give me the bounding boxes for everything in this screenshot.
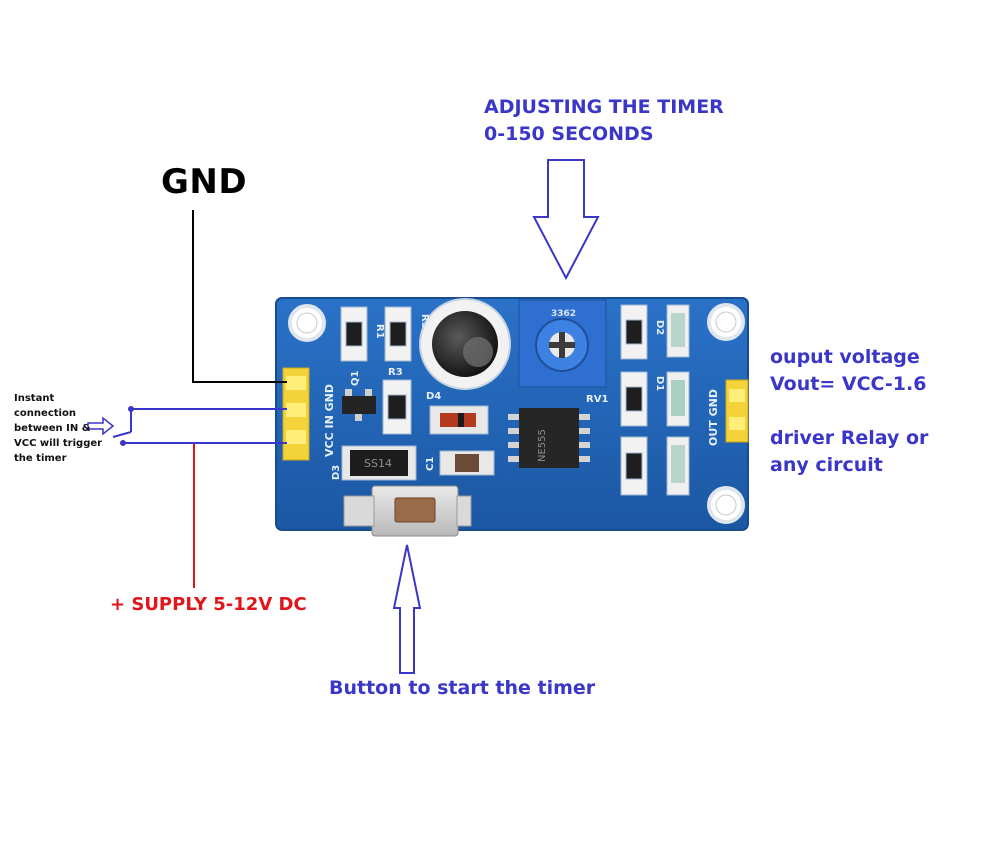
input-header: VCC IN GND xyxy=(282,367,336,461)
svg-text:D2: D2 xyxy=(654,320,665,335)
adjust-arrow-icon xyxy=(532,159,600,281)
adjust-timer-label: ADJUSTING THE TIMER 0-150 SECONDS xyxy=(484,94,724,148)
supply-wire xyxy=(193,442,287,588)
svg-text:SS14: SS14 xyxy=(364,457,392,470)
svg-text:D3: D3 xyxy=(331,465,342,480)
switch-arrow-icon xyxy=(87,416,115,436)
electrolytic-capacitor xyxy=(419,298,511,390)
transistor xyxy=(342,389,376,421)
svg-text:R5: R5 xyxy=(419,314,430,329)
instant-trigger-note: Instant connection between IN & VCC will… xyxy=(14,393,103,464)
output-voltage-line1: ouput voltage xyxy=(770,346,920,368)
gnd-label: GND xyxy=(161,162,248,202)
mounting-holes xyxy=(288,303,745,524)
driver-line1: driver Relay or xyxy=(770,427,929,449)
driver-line2: any circuit xyxy=(770,454,883,476)
svg-text:Q1: Q1 xyxy=(350,370,361,386)
button-label: Button to start the timer xyxy=(329,677,596,699)
push-button[interactable] xyxy=(343,485,472,537)
driver-note: driver Relay or any circuit xyxy=(770,425,928,479)
supply-label: + SUPPLY 5-12V DC xyxy=(110,594,307,615)
button-arrow-icon xyxy=(392,544,422,674)
output-header: OUT GND xyxy=(707,379,749,446)
pcb-board: VCC IN GND OUT GND xyxy=(275,297,749,537)
small-diode xyxy=(429,405,489,435)
svg-text:R1: R1 xyxy=(374,324,385,339)
gnd-wire xyxy=(192,210,287,383)
svg-text:VCC IN GND: VCC IN GND xyxy=(323,384,336,457)
svg-text:R3: R3 xyxy=(388,367,403,378)
adjust-timer-line2: 0-150 SECONDS xyxy=(484,123,654,145)
svg-text:OUT GND: OUT GND xyxy=(707,389,720,446)
ne555-chip: NE555 xyxy=(508,408,590,468)
trigger-switch xyxy=(112,406,287,446)
output-voltage-note: ouput voltage Vout= VCC-1.6 xyxy=(770,344,926,398)
smd-resistors xyxy=(340,304,648,496)
svg-text:NE555: NE555 xyxy=(537,429,548,462)
svg-text:RV1: RV1 xyxy=(586,394,608,405)
silkscreen-refs: R1 R5 R3 D4 RV1 D2 D1 D3 Q1 C1 xyxy=(331,314,665,480)
svg-text:3362: 3362 xyxy=(551,309,576,319)
led-indicators xyxy=(666,304,690,496)
ceramic-capacitor xyxy=(439,450,495,476)
output-voltage-line2: Vout= VCC-1.6 xyxy=(770,373,927,395)
trimmer-potentiometer: 3362 xyxy=(518,299,607,388)
svg-text:D1: D1 xyxy=(654,376,665,391)
adjust-timer-line1: ADJUSTING THE TIMER xyxy=(484,96,724,118)
svg-text:C1: C1 xyxy=(425,457,436,471)
svg-text:D4: D4 xyxy=(426,391,441,402)
ss14-diode: SS14 xyxy=(341,445,417,481)
